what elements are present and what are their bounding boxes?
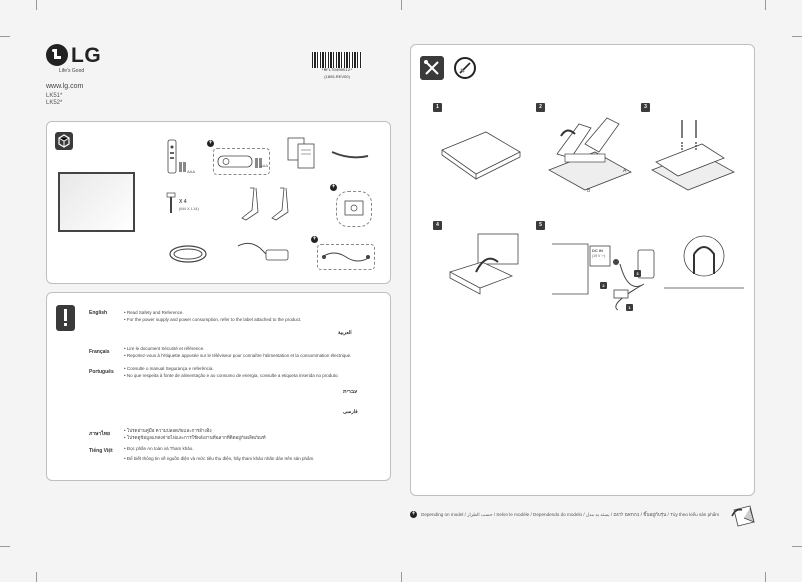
crop-mark <box>792 36 802 37</box>
language-name: فارسی <box>343 409 358 415</box>
logo-text: LG <box>71 44 102 67</box>
language-text: • โปรดดูข้อมูลแหล่งจ่ายไฟและการใช้พลังงา… <box>124 435 266 440</box>
language-text: • For the power supply and power consump… <box>124 317 302 322</box>
crop-mark <box>0 546 10 547</box>
optional-icon: + <box>330 184 337 191</box>
barcode-code: (1805-REV00) <box>324 74 350 79</box>
dc-voltage-label: (19 V ⎓) <box>592 254 606 258</box>
footnote: Depending on model / حسب الطراز / Selon … <box>421 512 720 517</box>
crop-mark <box>792 546 802 547</box>
box-contents-icon <box>55 132 73 150</box>
step-badge: 3 <box>641 103 650 112</box>
crop-mark <box>765 572 766 582</box>
crop-mark <box>401 0 402 10</box>
barcode-number: *MFL70400512* <box>321 69 353 73</box>
screws-spec: (M4 X L14) <box>179 206 199 211</box>
crop-mark <box>401 572 402 582</box>
cable-holder <box>330 146 370 166</box>
step1-tv-on-table <box>440 130 522 185</box>
tagline: Life's Good <box>59 68 85 74</box>
label-a: A <box>623 168 627 174</box>
crop-mark <box>765 0 766 10</box>
language-name: ภาษาไทย <box>89 431 110 437</box>
optional-wall-mount-box <box>336 191 372 227</box>
optional-cable-box <box>317 244 375 270</box>
model-number: LK51* <box>46 93 63 99</box>
optional-icon: + <box>311 236 318 243</box>
step3-screw-stand <box>650 114 736 196</box>
language-name: Français <box>89 349 110 355</box>
optional-remote-box: AAA <box>213 148 270 175</box>
crop-mark <box>0 36 10 37</box>
crop-mark <box>36 572 37 582</box>
lg-logo-icon <box>46 44 68 66</box>
step-badge: 2 <box>536 103 545 112</box>
language-text: • No que respeita à fonte de alimentação… <box>124 373 339 378</box>
language-name: العربية <box>338 330 352 336</box>
callout-badge: 2 <box>600 282 607 289</box>
language-name: English <box>89 310 108 316</box>
optional-icon: + <box>207 140 214 147</box>
barcode <box>312 52 362 68</box>
battery-label: AAA <box>260 163 269 168</box>
step5-connect-power: DC IN (19 V ⎓) 2 1 3 <box>548 234 748 324</box>
step-badge: 1 <box>433 103 442 112</box>
step4-stand-tv <box>446 232 520 302</box>
power-cord <box>167 242 209 266</box>
website-url: www.lg.com <box>46 83 84 90</box>
step-badge: 5 <box>536 221 545 230</box>
language-name: Português <box>89 369 114 375</box>
manuals <box>287 137 322 174</box>
battery-label: AAA <box>187 169 196 174</box>
language-name: עברית <box>343 389 358 395</box>
language-text: • โปรดอ่านคู่มือ ความปลอดภัยและการอ้างอิ… <box>124 428 212 433</box>
crop-mark <box>36 0 37 10</box>
language-text: • Consulte o manual Segurança e referênc… <box>124 366 214 371</box>
no-tools-icon <box>454 57 476 79</box>
safety-notice-panel <box>46 292 391 481</box>
language-name: Tiếng Việt <box>89 448 113 454</box>
language-text: • Để biết thông tin về nguồn điện và mức… <box>124 456 315 461</box>
model-number: LK52* <box>46 100 63 106</box>
remote-control: AAA <box>167 139 197 175</box>
screws: X 4 (M4 X L14) <box>165 192 225 217</box>
label-b: B <box>587 188 591 194</box>
step2-stand-attach: A B <box>545 114 633 196</box>
page-turn-icon <box>730 502 758 530</box>
language-text: • Lire le document Sécurité et référence… <box>124 346 205 351</box>
language-text: • Reportez-vous à l'étiquette apposée su… <box>124 353 352 358</box>
screws-count: X 4 <box>179 199 187 205</box>
stand-legs <box>240 186 298 224</box>
language-text: • Đọc phần An toàn và Tham khảo. <box>124 446 194 451</box>
callout-badge: 3 <box>634 270 641 277</box>
tools-icon <box>420 56 444 80</box>
ac-adapter <box>236 238 298 268</box>
dc-in-label: DC IN <box>592 248 603 253</box>
warning-icon <box>56 305 75 331</box>
lg-logo: LG <box>46 44 106 74</box>
language-text: • Read Safety and Reference. <box>124 310 184 315</box>
optional-icon: + <box>410 511 417 518</box>
tv-illustration <box>58 172 135 232</box>
step-badge: 4 <box>433 221 442 230</box>
callout-badge: 1 <box>626 304 633 311</box>
